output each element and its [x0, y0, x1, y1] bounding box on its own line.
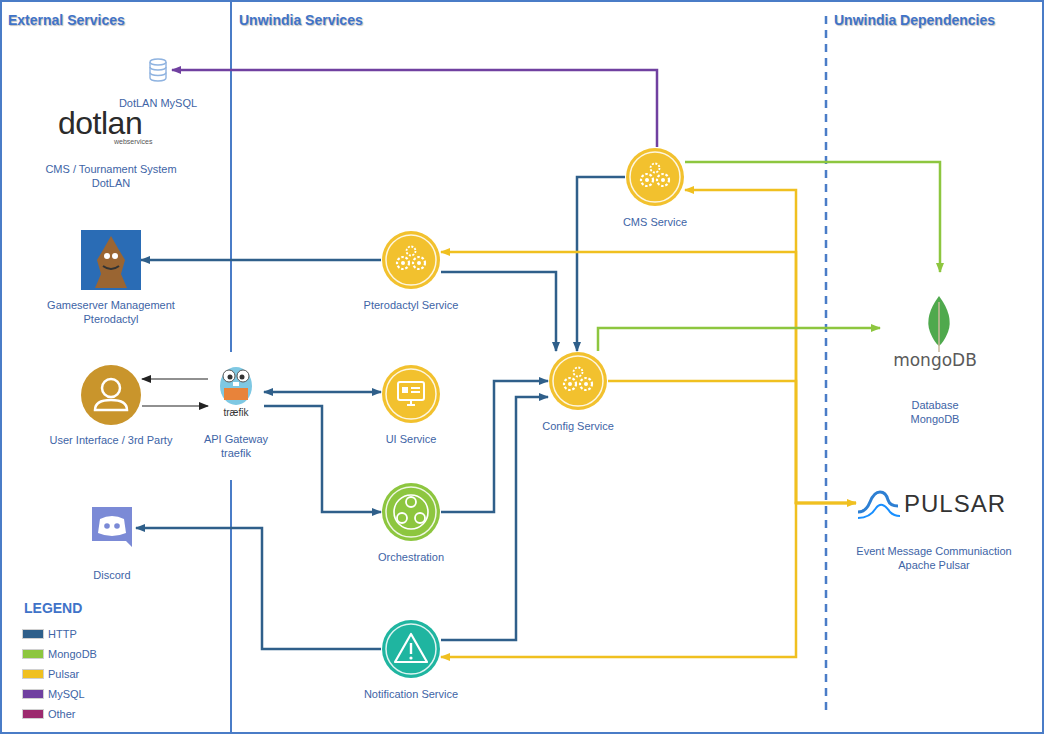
icon [88, 503, 136, 553]
logo-text: dotlan [58, 106, 142, 140]
legend-row: HTTP [22, 627, 51, 641]
icon [548, 351, 608, 411]
service-circle: UI Service [381, 364, 441, 424]
icon [381, 482, 441, 542]
service-circle: Config Service [548, 351, 608, 411]
system-icon: Gameserver Management Pterodactyl [81, 230, 141, 290]
node-caption: Database MongoDB [900, 398, 970, 426]
legend-row: Pulsar [22, 667, 53, 681]
connector [685, 162, 940, 272]
service-circle: Orchestration [381, 482, 441, 542]
connector [142, 378, 208, 379]
icon-graphic [381, 482, 441, 542]
region-heading: External Services [8, 12, 125, 28]
icon-graphic [381, 364, 441, 424]
node-caption: Pterodactyl Service [346, 298, 476, 312]
service-circle: CMS Service [625, 147, 685, 207]
legend-swatch [22, 669, 44, 679]
legend-swatch [22, 709, 44, 719]
connector [441, 503, 856, 657]
region: External ServicesDotLAN MySQLdotlanwebse… [0, 0, 231, 733]
icon-graphic [88, 503, 136, 553]
logo-text: træfik [208, 406, 264, 420]
icon [625, 147, 685, 207]
connector [577, 177, 625, 351]
node-caption: Event Message Communiaction Apache Pulsa… [844, 544, 1024, 572]
legend-text: HTTP [48, 627, 77, 641]
connector [264, 406, 381, 512]
connector [172, 70, 657, 147]
system-icon: DotLAN MySQL [144, 56, 172, 84]
connector [598, 328, 880, 351]
legend-text: MySQL [48, 687, 85, 701]
legend-title: LEGEND [24, 600, 82, 616]
legend-swatch [22, 649, 44, 659]
node-caption: Gameserver Management Pterodactyl [31, 298, 191, 326]
logo-text: mongoDB [880, 350, 990, 370]
legend-swatch [22, 629, 44, 639]
system-icon: Discord [88, 503, 136, 553]
region-heading: Unwindia Dependencies [834, 12, 995, 28]
connector [685, 190, 856, 503]
logo-text: webservices [114, 137, 153, 146]
region-heading: Unwindia Services [239, 12, 363, 28]
logo-text: PULSAR [904, 489, 1006, 519]
connector [136, 528, 381, 649]
service-circle: Pterodactyl Service [381, 230, 441, 290]
region-border [230, 1, 232, 352]
system-icon: PULSAREvent Message Communiaction Apache… [856, 486, 1012, 522]
icon-graphic [625, 147, 685, 207]
node-caption: CMS Service [600, 215, 710, 229]
connector [441, 252, 856, 503]
icon [381, 364, 441, 424]
region-border [230, 480, 232, 733]
icon [381, 230, 441, 290]
icon [144, 56, 172, 84]
node-caption: Discord [72, 568, 152, 582]
icon [81, 230, 141, 290]
icon-graphic [548, 351, 608, 411]
connector [141, 259, 381, 262]
legend-row: MySQL [22, 687, 59, 701]
system-icon: mongoDBDatabase MongoDB [880, 272, 990, 370]
legend-text: Pulsar [48, 667, 79, 681]
node-caption: Config Service [523, 419, 633, 433]
icon-graphic [208, 360, 264, 406]
icon [80, 364, 142, 426]
icon-graphic [80, 364, 142, 426]
outer-frame [1, 1, 1043, 733]
icon-graphic [381, 230, 441, 290]
legend-swatch [22, 689, 44, 699]
region-divider [825, 16, 828, 716]
node-caption: UI Service [361, 432, 461, 446]
node-caption: CMS / Tournament System DotLAN [31, 162, 191, 190]
connector [441, 381, 548, 512]
legend-row: Other [22, 707, 50, 721]
service-circle: Notification Service [381, 619, 441, 679]
system-icon: User Interface / 3rd Party [80, 364, 142, 426]
connector [608, 381, 856, 503]
icon-graphic [81, 230, 141, 290]
node-caption: Notification Service [346, 687, 476, 701]
node-caption: API Gateway traefik [196, 432, 276, 460]
icon-graphic [144, 56, 172, 84]
region: Unwindia ServicesCMS ServicePterodactyl … [231, 0, 826, 733]
legend-row: MongoDB [22, 647, 71, 661]
node-caption: Orchestration [356, 550, 466, 564]
legend-text: MongoDB [48, 647, 97, 661]
node-caption: User Interface / 3rd Party [26, 433, 196, 447]
system-icon: dotlanwebservicesCMS / Tournament System… [58, 106, 164, 148]
connector [264, 391, 381, 394]
connector [142, 405, 208, 406]
icon [381, 619, 441, 679]
system-icon: træfikAPI Gateway traefik [208, 360, 264, 424]
icon-graphic [381, 619, 441, 679]
icon-graphic [924, 294, 954, 352]
legend-text: Other [48, 707, 76, 721]
region: Unwindia DependenciesmongoDBDatabase Mon… [826, 0, 1044, 733]
icon-graphic [856, 488, 900, 520]
